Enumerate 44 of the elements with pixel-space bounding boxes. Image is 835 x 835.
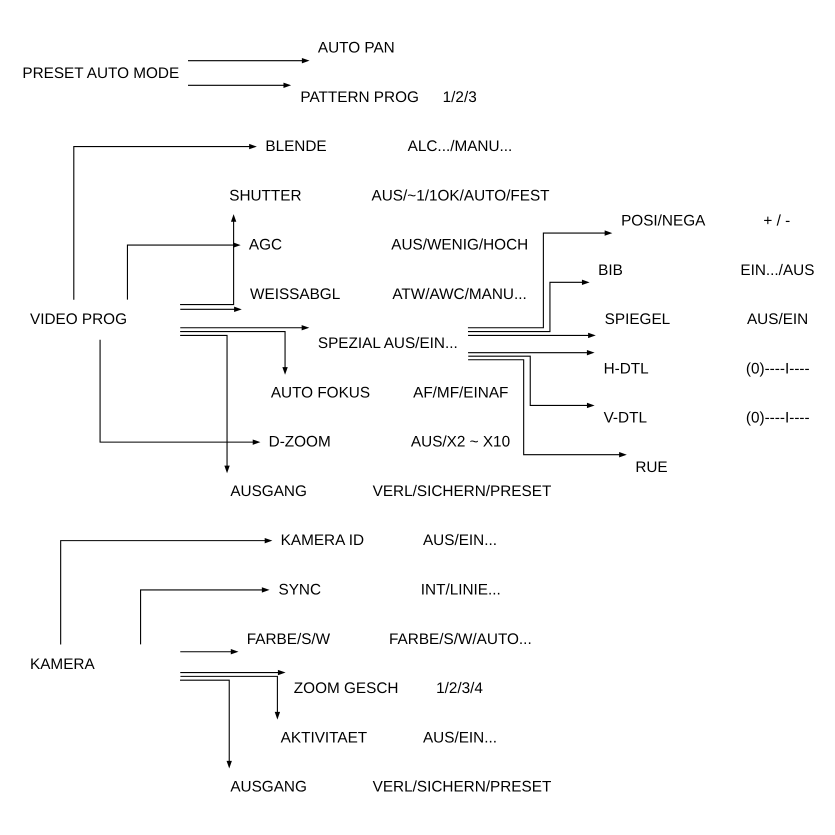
node-text: PRESET AUTO MODE [22,64,180,82]
node-label: VERL/SICHERN/PRESET [372,778,552,796]
node-text: AKTIVITAET [280,729,368,746]
node-text: ZOOM GESCH [294,680,398,698]
node-text: SPIEGEL [604,311,670,328]
node-label: EIN.../AUS [740,262,814,279]
node-label: + / - [763,212,790,230]
node-text: H-DTL [604,360,649,378]
node-label: 1/2/3 [442,88,477,106]
node-label: 1/2/3/4 [436,680,483,698]
node-text: POSI/NEGA [621,212,706,230]
node-label: AF/MF/EINAF [413,384,508,402]
node-label: AUS/EIN... [422,532,498,550]
node-text: SPEZIAL AUS/EIN... [318,335,458,352]
node-label: ATW/AWC/MANU... [392,286,527,303]
node-label: ALC.../MANU... [408,138,512,156]
node-label: VERL/SICHERN/PRESET [372,482,552,500]
node-text: AUSGANG [230,482,307,500]
node-text: KAMERA [30,656,95,673]
node-label: FARBE/S/W/AUTO... [389,630,532,648]
node-text: SHUTTER [229,187,302,204]
node-text: FARBE/S/W [246,630,330,648]
node-label: AUS/EIN [746,311,808,328]
node-text: PATTERN PROG [300,88,419,106]
node-label: AUS/WENIG/HOCH [391,236,528,254]
node-label: (0)----I---- [746,410,810,427]
node-text: D-ZOOM [268,434,331,451]
node-text: V-DTL [604,410,647,427]
node-label: AUS/~1/1OK/AUTO/FEST [372,187,550,204]
node-text: VIDEO PROG [30,311,128,328]
node-text: RUE [635,458,668,476]
node-text: AGC [248,236,282,254]
node-text: AUTO PAN [318,40,395,57]
node-text: AUTO FOKUS [270,384,370,402]
node-text: SYNC [278,581,322,598]
node-text: WEISSABGL [250,286,340,303]
node-text: BIB [598,262,623,279]
node-label: (0)----I---- [746,360,810,378]
node-label: AUS/X2 ~ X10 [410,434,510,451]
node-text: BLENDE [265,138,327,156]
node-text: AUSGANG [230,778,307,796]
node-label: INT/LINIE... [420,581,501,598]
node-label: AUS/EIN... [422,729,498,746]
node-text: KAMERA ID [280,532,364,550]
